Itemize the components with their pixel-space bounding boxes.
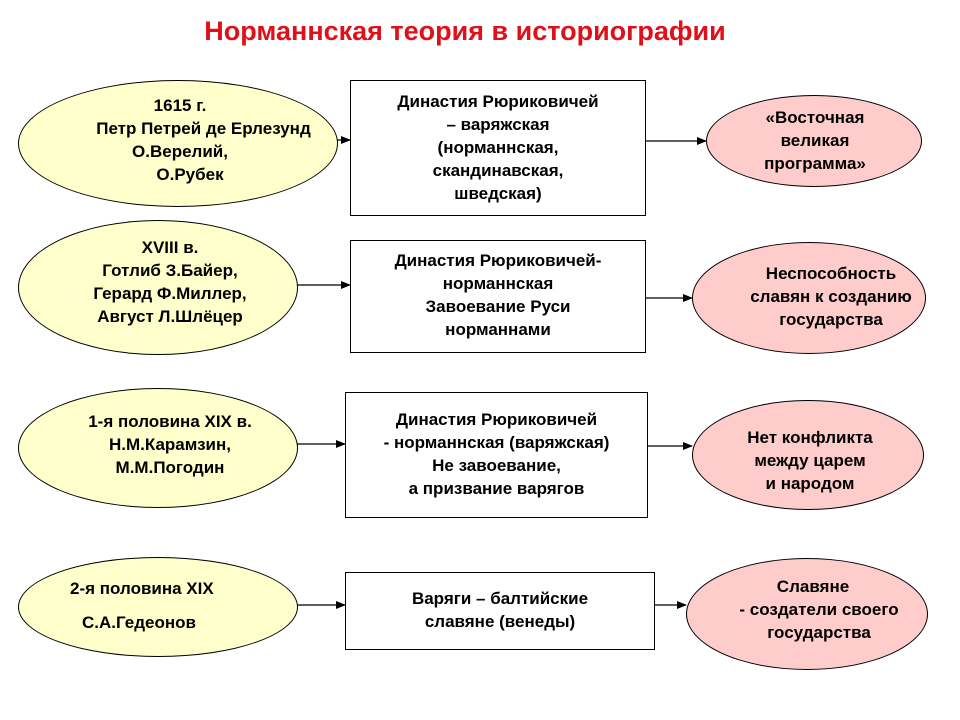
thesis-line: Варяги – балтийские [411,589,589,608]
thesis-text-2: Династия Рюриковичей- норманнская Завоев… [350,249,646,341]
authors-text-3: 1-я половина XIX в. Н.М.Карамзин, М.М.По… [40,410,300,479]
thesis-line: а призвание варягов [408,479,585,498]
conclusion-ellipse-1 [706,95,922,187]
authors-line: С.А.Гедеонов [82,613,196,632]
authors-line: О.Верелий, [132,142,228,161]
conclusion-ellipse-2 [692,242,926,354]
thesis-line: скандинавская, [432,161,564,180]
conclusion-ellipse-3 [692,400,924,510]
thesis-line: Завоевание Руси [425,297,571,316]
thesis-text-3: Династия Рюриковичей - норманнская (варя… [345,408,648,500]
thesis-line: – варяжская [446,115,550,134]
thesis-box-4 [345,572,655,650]
authors-ellipse-4 [18,557,298,657]
thesis-line: славяне (венеды) [424,612,576,631]
thesis-line: (норманнская, [437,138,559,157]
conclusion-line: Неспособность [765,264,897,283]
authors-ellipse-2 [18,220,298,355]
thesis-line: Династия Рюриковичей [395,410,598,429]
conclusion-line: славян к созданию [750,287,912,306]
conclusion-text-1: «Восточная великая программа» [710,106,920,175]
conclusion-text-4: Славяне - создатели своего государства [714,575,924,644]
authors-line: Н.М.Карамзин, [108,435,231,454]
conclusion-line: и народом [765,474,855,493]
authors-text-4: 2-я половина XIX С.А.Гедеонов [60,577,260,634]
conclusion-line: государства [779,310,883,329]
authors-text-1: 1615 г. Петр Петрей де Ерлезунд О.Верели… [70,94,340,186]
authors-line: XVIII в. [141,238,199,257]
authors-line: 1-я половина XIX в. [88,412,252,431]
conclusion-line: великая [780,131,850,150]
authors-line: О.Рубек [156,165,224,184]
conclusion-line: программа» [764,154,866,173]
authors-ellipse-3 [18,388,298,508]
conclusion-line: между царем [754,451,866,470]
conclusion-line: Нет конфликта [747,428,873,447]
conclusion-line: государства [767,623,871,642]
conclusion-line: Славяне [776,577,850,596]
thesis-line: Династия Рюриковичей [397,92,599,111]
thesis-line: шведская) [454,184,542,203]
thesis-text-1: Династия Рюриковичей – варяжская (норман… [350,90,646,205]
thesis-line: Не завоевание, [432,456,561,475]
page-title: Норманнская теория в историографии [204,16,726,46]
thesis-box-3 [345,392,648,518]
thesis-line: Династия Рюриковичей- [394,251,602,270]
conclusion-line: - создатели своего [739,600,899,619]
thesis-line: - норманнская (варяжская) [383,433,610,452]
authors-line: Герард Ф.Миллер, [93,284,247,303]
conclusion-text-3: Нет конфликта между царем и народом [705,426,915,495]
thesis-box-2 [350,240,646,353]
thesis-line: норманнская [442,274,554,293]
authors-line: 2-я половина XIX [70,579,214,598]
thesis-text-4: Варяги – балтийские славяне (венеды) [345,587,655,633]
authors-ellipse-1 [18,80,338,207]
thesis-box-1 [350,80,646,216]
authors-line: М.М.Погодин [115,458,225,477]
conclusion-text-2: Неспособность славян к созданию государс… [726,262,936,331]
authors-line: Август Л.Шлёцер [97,307,243,326]
authors-text-2: XVIII в. Готлиб З.Байер, Герард Ф.Миллер… [40,236,300,328]
conclusion-line: «Восточная [765,108,865,127]
authors-line: Готлиб З.Байер, [102,261,238,280]
authors-line: Петр Петрей де Ерлезунд [96,119,311,138]
authors-line: 1615 г. [153,96,207,115]
conclusion-ellipse-4 [686,558,928,670]
thesis-line: норманнами [445,320,551,339]
